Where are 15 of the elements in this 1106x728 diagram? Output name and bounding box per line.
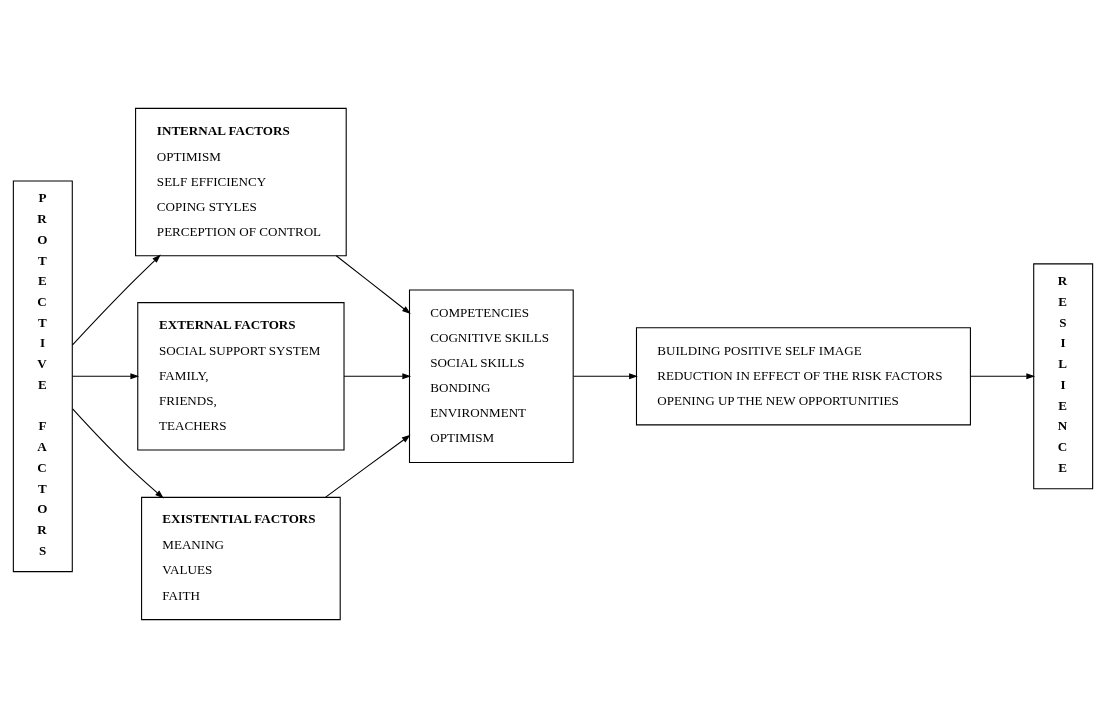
arrow — [343, 373, 412, 380]
arrow — [72, 408, 164, 499]
node-box: EXISTENTIAL FACTORS MEANING VALUES FAITH — [141, 496, 341, 621]
node-box: COMPETENCIES COGNITIVE SKILLS SOCIAL SKILLS BONDING ENVIRONMENT OPTIMISM — [408, 289, 574, 464]
arrow — [71, 254, 161, 346]
node-box: EXTERNAL FACTORS SOCIAL SUPPORT SYSTEM FAMILY, FRIENDS, TEACHERS — [137, 302, 345, 451]
arrow — [970, 373, 1036, 380]
arrow — [324, 434, 411, 498]
arrow — [71, 373, 140, 380]
node-box: BUILDING POSITIVE SELF IMAGE REDUCTION IN EFFECT OF THE RISK FACTORS OPENING UP THE NEW OPPORTUNITIES — [635, 327, 971, 426]
node-box: RESILIENCE — [1033, 263, 1094, 490]
node-box: INTERNAL FACTORS OPTIMISM SELF EFFICIENCY COPING STYLES PERCEPTION OF CONTROL — [135, 107, 347, 257]
arrow — [572, 373, 638, 380]
arrow — [335, 255, 411, 315]
node-box: PROTECTIVE FACTORS — [12, 180, 73, 573]
